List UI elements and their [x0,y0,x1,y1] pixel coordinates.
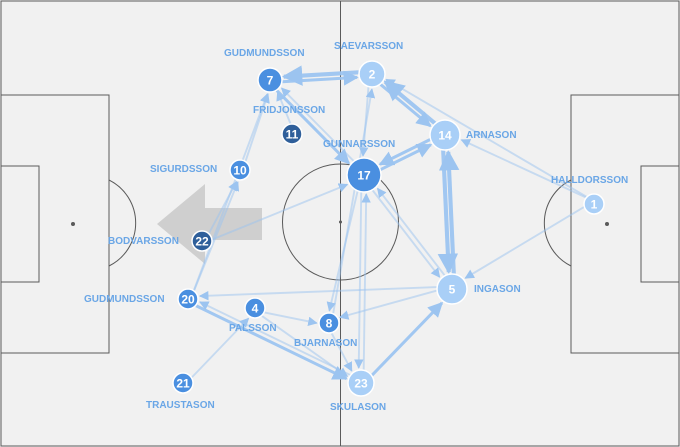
player-node-20[interactable]: 20 GUDMUNDSSON [84,288,199,310]
player-node-10[interactable]: 10 SIGURDSSON [150,159,251,181]
pass-line-8-23 [330,332,353,372]
player-number: 8 [326,317,333,331]
player-number: 20 [181,293,195,307]
pass-line-22-17 [211,183,349,241]
player-number: 1 [591,198,598,212]
player-circle[interactable] [177,288,199,310]
player-node-14[interactable]: 14 ARNASON [429,119,517,151]
player-number: 21 [176,377,190,391]
pass-line-7-2 [282,70,359,86]
pass-line-20-23 [195,304,348,381]
center-spot [339,220,342,224]
pass-line-23-20 [199,301,351,376]
player-node-22[interactable]: 22 BODVARSSON [108,230,213,252]
pass-line-11-7 [276,91,292,125]
pass-line-5-14 [438,149,460,274]
pass-line-21-4 [191,317,250,379]
player-circle[interactable] [358,60,386,88]
player-circle[interactable] [191,230,213,252]
pass-line-4-8 [264,311,318,327]
player-name-label: SKULASON [330,402,386,413]
player-number: 2 [369,68,376,82]
player-node-5[interactable]: 5 INGASON [436,273,521,305]
pass-line-7-17 [275,89,350,165]
player-node-2[interactable]: 2 SAEVARSSON [334,41,403,88]
player-number: 22 [195,235,209,249]
pass-line-14-17 [378,138,432,166]
pass-line-2-14 [379,83,432,128]
player-number: 17 [357,169,371,183]
player-name-label: BODVARSSON [108,236,179,247]
player-name-label: BJARNASON [294,338,357,349]
player-number: 7 [267,74,274,88]
player-circle[interactable] [436,273,468,305]
pass-line-23-5 [370,301,444,377]
player-circle[interactable] [229,159,251,181]
player-number: 10 [233,164,247,178]
player-name-label: SIGURDSSON [150,164,217,175]
player-number: 23 [354,377,368,391]
pass-line-17-14 [379,143,433,172]
left-penalty-spot [71,222,75,226]
player-name-label: GUDMUNDSSON [84,294,165,305]
player-name-label: TRAUSTASON [146,400,215,411]
player-circle[interactable] [244,297,266,319]
right-penalty-spot [605,222,609,226]
player-number: 14 [438,129,452,143]
left-penalty-arc [108,179,137,267]
pass-line-4-23 [261,315,349,378]
pass-lines [191,65,588,381]
player-number: 5 [449,283,456,297]
player-name-label: PALSSON [229,323,277,334]
player-circle[interactable] [281,123,303,145]
pass-line-8-2 [332,88,376,314]
player-name-label: HALLDORSSON [551,175,628,186]
player-name-label: FRIDJONSSON [253,105,325,116]
pass-line-17-23 [354,191,364,369]
player-circle[interactable] [583,193,605,215]
player-circle[interactable] [172,372,194,394]
player-name-label: GUNNARSSON [323,139,395,150]
player-name-label: GUDMUNDSSON [224,48,305,59]
right-penalty-arc [543,179,572,267]
player-number: 4 [252,302,259,316]
player-node-1[interactable]: 1 HALLDORSSON [551,175,628,215]
pass-line-5-8 [338,289,438,320]
player-node-17[interactable]: 17 GUNNARSSON [323,139,395,193]
right-goal-area [640,165,680,283]
pass-line-1-5 [464,206,585,279]
player-node-7[interactable]: 7 GUDMUNDSSON [224,48,305,93]
pass-line-17-7 [280,87,355,162]
player-circle[interactable] [347,369,375,397]
player-name-label: ARNASON [466,130,517,141]
pass-line-5-17 [376,187,446,277]
pass-line-1-14 [460,139,587,199]
player-node-11[interactable]: 11 FRIDJONSSON [253,105,325,145]
pass-line-1-2 [385,78,588,198]
left-goal-area [0,165,40,283]
pass-line-17-5 [371,189,441,278]
pass-line-23-17 [361,193,371,371]
player-number: 11 [286,128,299,142]
player-circle[interactable] [346,157,382,193]
pass-line-20-10 [193,181,240,292]
pass-line-5-20 [198,286,437,301]
player-circle[interactable] [318,312,340,334]
player-circle[interactable] [429,119,461,151]
player-circle[interactable] [257,67,283,93]
player-name-label: SAEVARSSON [334,41,403,52]
left-arrow-icon [157,184,262,264]
player-name-label: INGASON [474,284,521,295]
